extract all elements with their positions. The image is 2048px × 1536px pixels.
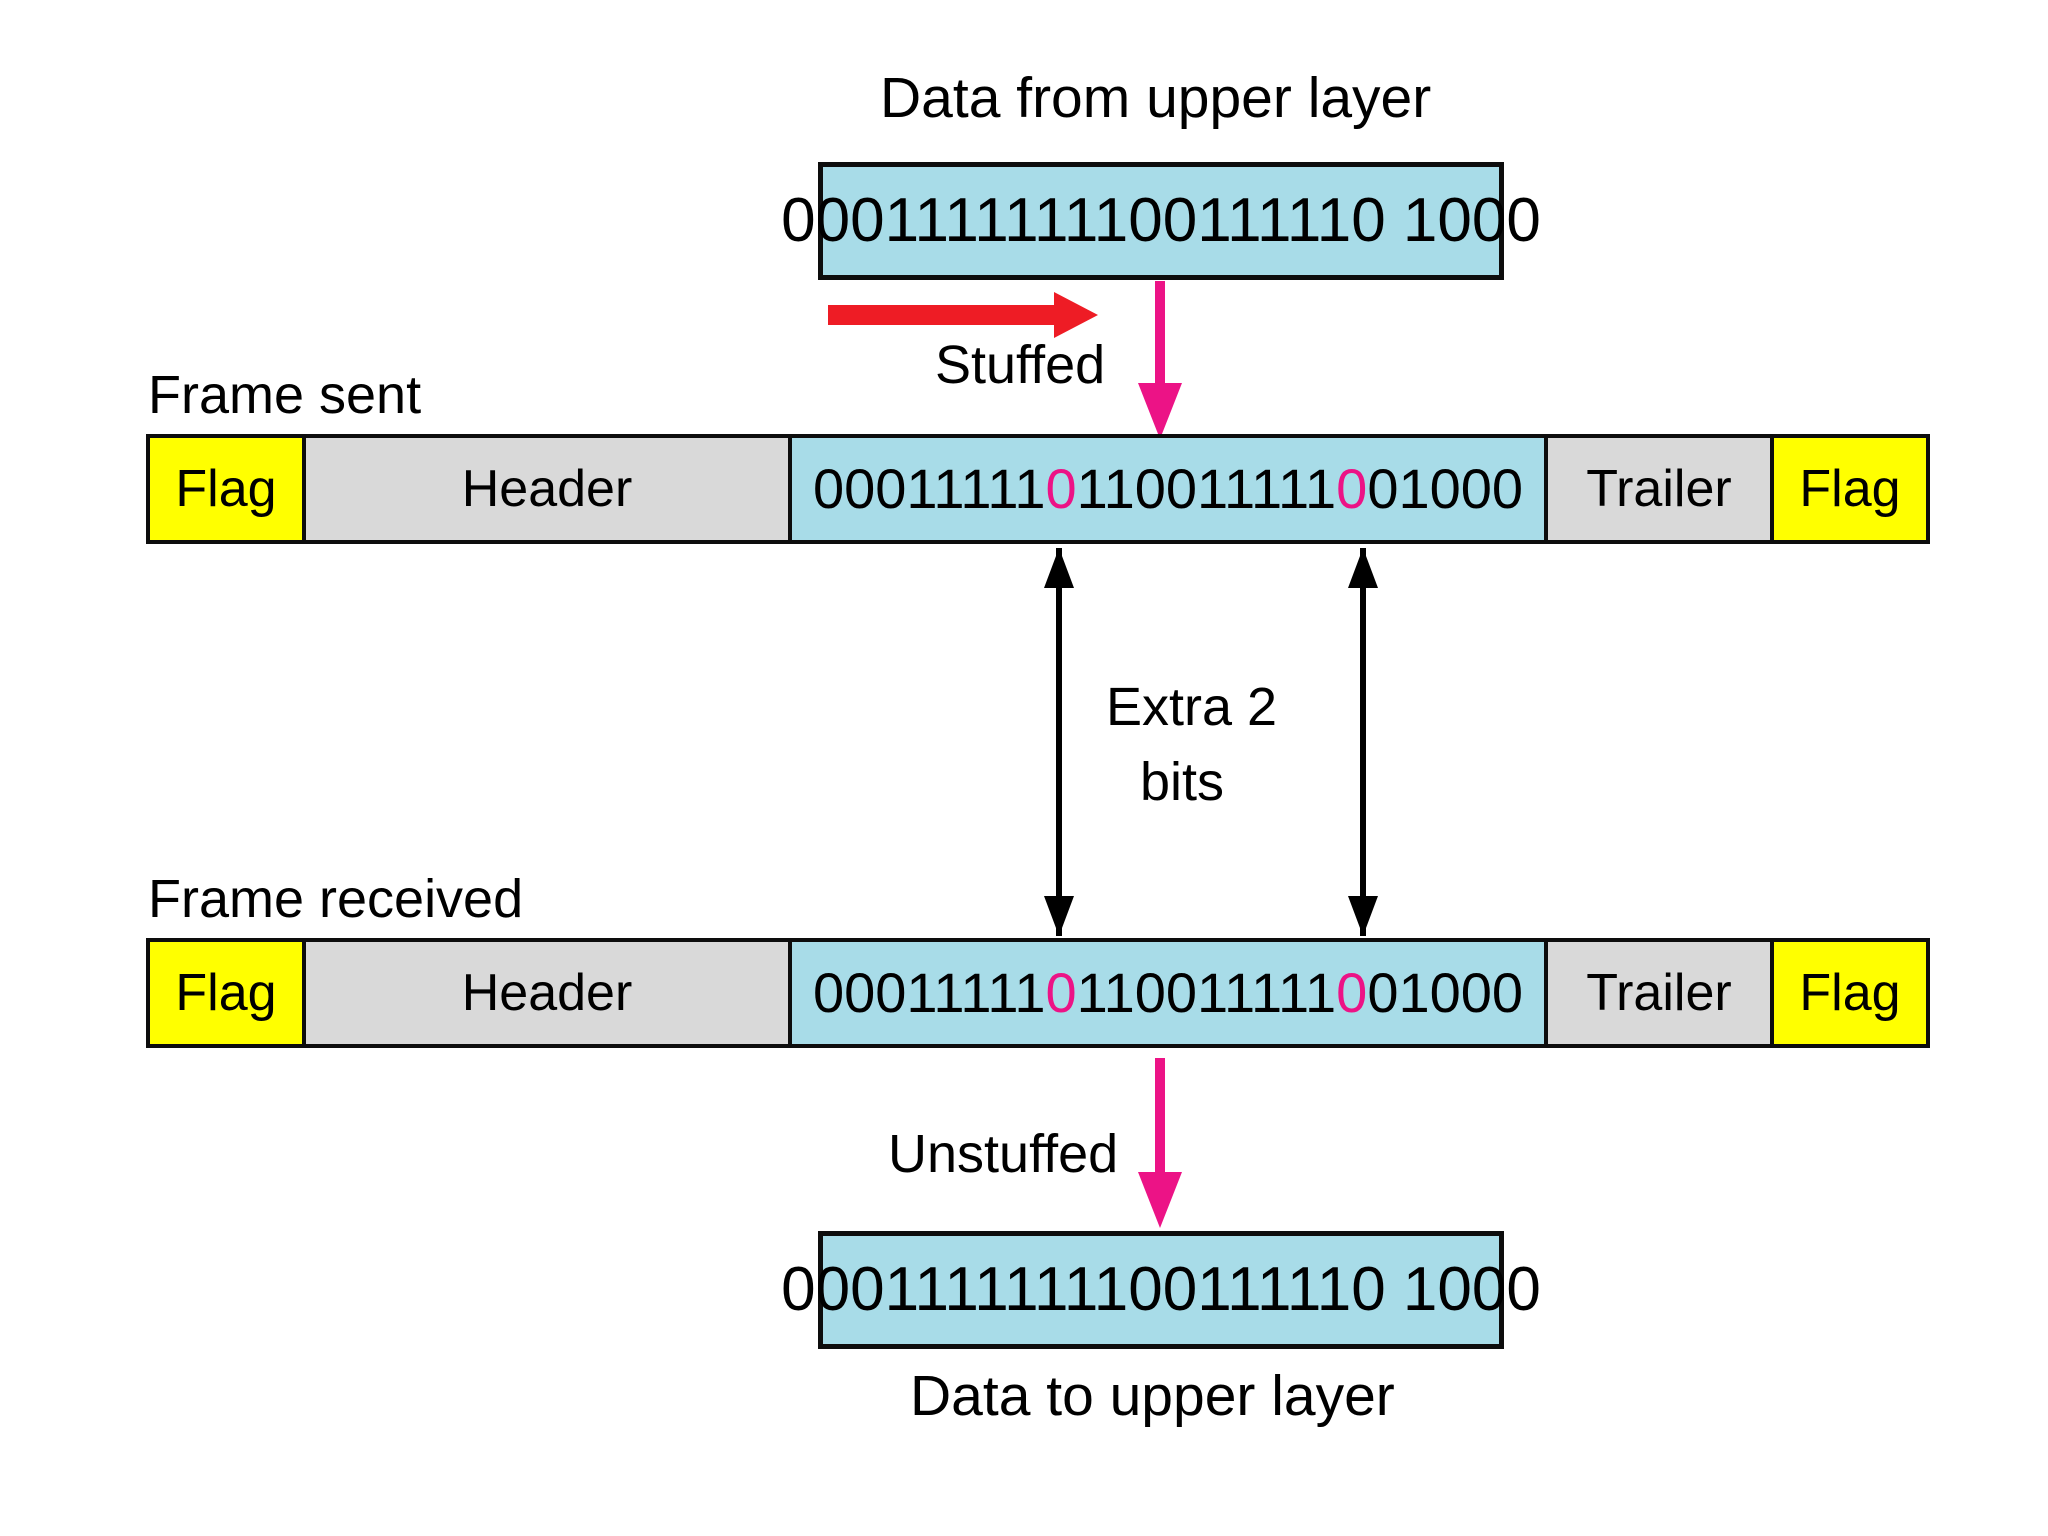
frame-received-row: Flag Header 000111110110011111001000 Tra… [146,938,1940,1062]
stuffed-label: Stuffed [935,335,1106,395]
stuffed-bit: 0 [1045,457,1077,520]
cell-label: Flag [175,964,277,1022]
frame-received-flag-right: Flag [1770,938,1930,1048]
extra-bits-label-line1: Extra 2 [1106,677,1278,737]
frame-received-data-bits: 000111110110011111001000 [812,961,1524,1024]
extra-bits-label-line2: bits [1140,752,1225,812]
frame-sent-row: Flag Header 000111110110011111001000 Tra… [146,434,1940,558]
right-arrow-icon [828,292,1098,338]
frame-sent-data: 000111110110011111001000 [788,434,1548,544]
stuffed-bit: 0 [1045,961,1077,1024]
cell-label: Flag [175,460,277,518]
top-caption: Data from upper layer [880,66,1432,130]
cell-label: Flag [1799,964,1901,1022]
cell-label: Trailer [1586,964,1732,1022]
stuffed-bit: 0 [1336,961,1368,1024]
lower-layer-data-bits: 0001111111100111110 1000 [781,1255,1541,1324]
frame-sent-data-bits: 000111110110011111001000 [812,457,1524,520]
down-arrow-icon-stuffed [1138,281,1182,439]
frame-received-header: Header [302,938,792,1048]
upper-layer-data-bits: 0001111111100111110 1000 [781,186,1541,255]
bottom-caption: Data to upper layer [910,1364,1395,1428]
frame-received-data: 000111110110011111001000 [788,938,1548,1048]
frame-received-trailer: Trailer [1544,938,1774,1048]
cell-label: Trailer [1586,460,1732,518]
frame-sent-trailer: Trailer [1544,434,1774,544]
frame-received-label: Frame received [148,869,524,929]
frame-sent-label: Frame sent [148,365,422,425]
frame-sent-header: Header [302,434,792,544]
extra-bits-measure-arrow-right [1348,548,1378,936]
frame-received-flag-left: Flag [146,938,306,1048]
cell-label: Header [461,964,633,1022]
cell-label: Header [461,460,633,518]
unstuffed-label: Unstuffed [888,1124,1119,1184]
stuffed-bit: 0 [1336,457,1368,520]
cell-label: Flag [1799,460,1901,518]
extra-bits-measure-arrow-left [1044,548,1074,936]
frame-sent-flag-left: Flag [146,434,306,544]
upper-layer-data-box: 0001111111100111110 1000 [781,162,1541,280]
frame-sent-flag-right: Flag [1770,434,1930,544]
lower-layer-data-box: 0001111111100111110 1000 [781,1231,1541,1349]
down-arrow-icon-unstuffed [1138,1058,1182,1228]
